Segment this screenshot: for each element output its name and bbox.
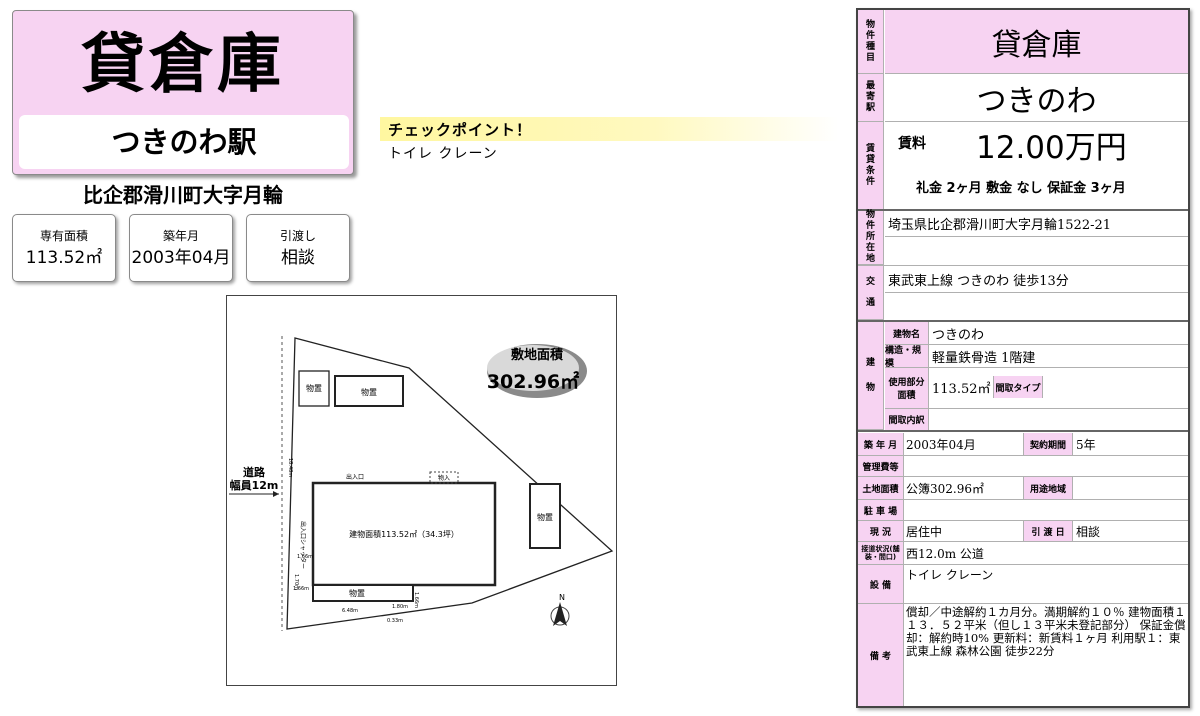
spec-panel: 物件種目 貸倉庫 最寄駅 つきのわ 賃貸条件 賃料 12.00万円 礼金 2ヶ月… xyxy=(856,8,1190,708)
equipment-value: トイレ クレーン xyxy=(906,567,994,582)
mgmt-label: 管理費等 xyxy=(858,456,904,476)
nearest-station-title: つきのわ駅 xyxy=(19,115,349,169)
road-access-label: 接道状況(舗装・間口) xyxy=(858,542,904,564)
parking-label: 駐 車 場 xyxy=(858,500,904,520)
floor-plan-drawing: 敷地面積 302.96㎡ 物置 物置 物置 建物面積113.52㎡（34.3坪）… xyxy=(229,336,614,631)
structure-label: 構造・規模 xyxy=(885,345,929,369)
dim-d: 6.48m xyxy=(342,608,358,614)
handover-value: 相談 xyxy=(281,248,315,268)
checkpoint-items: トイレ クレーン xyxy=(388,146,498,162)
land-area-label: 土地面積 xyxy=(858,477,904,499)
area-value: 113.52㎡ xyxy=(932,381,991,397)
dim-a: 1.66m xyxy=(297,554,313,560)
conditions-label: 賃貸条件 xyxy=(858,122,884,210)
land-area-value: 公簿302.96㎡ xyxy=(906,481,984,496)
station-label: 最寄駅 xyxy=(858,74,884,122)
storage-shed-1 xyxy=(298,370,330,407)
location-label: 物件所在地 xyxy=(858,210,884,265)
station-value: つきのわ xyxy=(885,74,1188,122)
road-width: 幅員12m xyxy=(230,478,279,492)
status-value: 居住中 xyxy=(906,524,943,539)
built-date-value: 2003年04月 xyxy=(131,248,231,268)
built-value: 2003年04月 xyxy=(906,437,976,452)
type-label: 物件種目 xyxy=(858,10,884,74)
remarks-value: 償却／中途解約１カ月分。満期解約１０％ 建物面積１１３．５２平米（但し１３平米未… xyxy=(906,605,1186,658)
dim-b: 1.66m xyxy=(293,586,309,592)
status-label: 現 況 xyxy=(858,521,904,541)
rent-value: 12.00万円 xyxy=(976,129,1127,166)
floor-plan: 敷地面積 302.96㎡ 物置 物置 物置 建物面積113.52㎡（34.3坪）… xyxy=(226,295,617,686)
type-value: 貸倉庫 xyxy=(885,10,1188,74)
storage-shed-2-label: 物置 xyxy=(361,387,377,397)
layout-type-label: 間取タイプ xyxy=(993,376,1043,398)
built-label: 築 年 月 xyxy=(858,433,904,455)
storage-shed-2 xyxy=(334,375,404,407)
site-area-label: 敷地面積 xyxy=(511,347,564,363)
property-title-card: 貸倉庫 つきのわ駅 xyxy=(12,10,354,175)
built-date-label: 築年月 xyxy=(162,229,199,243)
storage-shed-1-label: 物置 xyxy=(306,383,322,393)
address-short: 比企郡滑川町大字月輪 xyxy=(83,183,283,207)
dim-side: 18.48m xyxy=(287,458,293,477)
road-access-value: 西12.0m 公道 xyxy=(906,546,984,561)
site-area-value: 302.96㎡ xyxy=(487,370,579,393)
building-name-label: 建物名 xyxy=(885,322,929,344)
dim-c: 1.70m xyxy=(293,574,299,590)
entrance-label: 出入口 xyxy=(346,473,364,481)
storage-shed-3 xyxy=(529,483,561,549)
fees-value: 礼金 2ヶ月 敷金 なし 保証金 3ヶ月 xyxy=(916,180,1126,196)
area-label: 使用部分面積 xyxy=(885,368,929,408)
rent-label: 賃料 xyxy=(898,136,926,152)
dim-g: 0.33m xyxy=(387,618,403,624)
built-date-box: 築年月 2003年04月 xyxy=(129,214,233,282)
dim-e: 1.80m xyxy=(392,604,408,610)
shutter-label: 出入口シャッター xyxy=(299,521,307,569)
structure-value: 軽量鉄骨造 1階建 xyxy=(932,350,1036,366)
checkpoint-banner: チェックポイント！ xyxy=(380,117,838,141)
handover-box: 引渡し 相談 xyxy=(246,214,350,282)
exclusive-area-value: 113.52㎡ xyxy=(25,248,103,268)
contract-value: 5年 xyxy=(1076,437,1096,452)
north-label: N xyxy=(559,593,565,602)
building-area-label: 建物面積113.52㎡（34.3坪） xyxy=(349,529,459,539)
handover-date-value: 相談 xyxy=(1076,524,1101,539)
remarks-label: 備 考 xyxy=(858,604,904,706)
handover-label: 引渡し xyxy=(279,229,316,243)
layout-detail-label: 間取内訳 xyxy=(885,409,929,430)
building-label: 建物 xyxy=(858,322,884,430)
transport-value: 東武東上線 つきのわ 徒歩13分 xyxy=(888,273,1069,289)
contract-label: 契約期間 xyxy=(1023,433,1073,455)
storage-shed-4 xyxy=(312,584,414,602)
exclusive-area-label: 専有面積 xyxy=(39,229,88,243)
storage-shed-4-label: 物置 xyxy=(349,588,365,598)
transport-label: 交通 xyxy=(858,266,884,320)
building-name-value: つきのわ xyxy=(932,327,985,343)
location-value: 埼玉県比企郡滑川町大字月輪1522-21 xyxy=(888,217,1112,233)
checkpoint-title: チェックポイント！ xyxy=(388,121,533,139)
dim-f: 1.66m xyxy=(413,592,419,608)
site-boundary xyxy=(286,337,614,630)
property-category-title: 貸倉庫 xyxy=(81,28,285,102)
road-label: 道路 xyxy=(243,465,266,479)
exclusive-area-box: 専有面積 113.52㎡ xyxy=(12,214,116,282)
equipment-label: 設 備 xyxy=(858,565,904,603)
handover-date-label: 引 渡 日 xyxy=(1023,521,1073,541)
storage-shed-3-label: 物置 xyxy=(537,512,553,522)
carry-in-label: 物入 xyxy=(438,474,450,482)
use-zone-label: 用途地域 xyxy=(1023,477,1073,499)
